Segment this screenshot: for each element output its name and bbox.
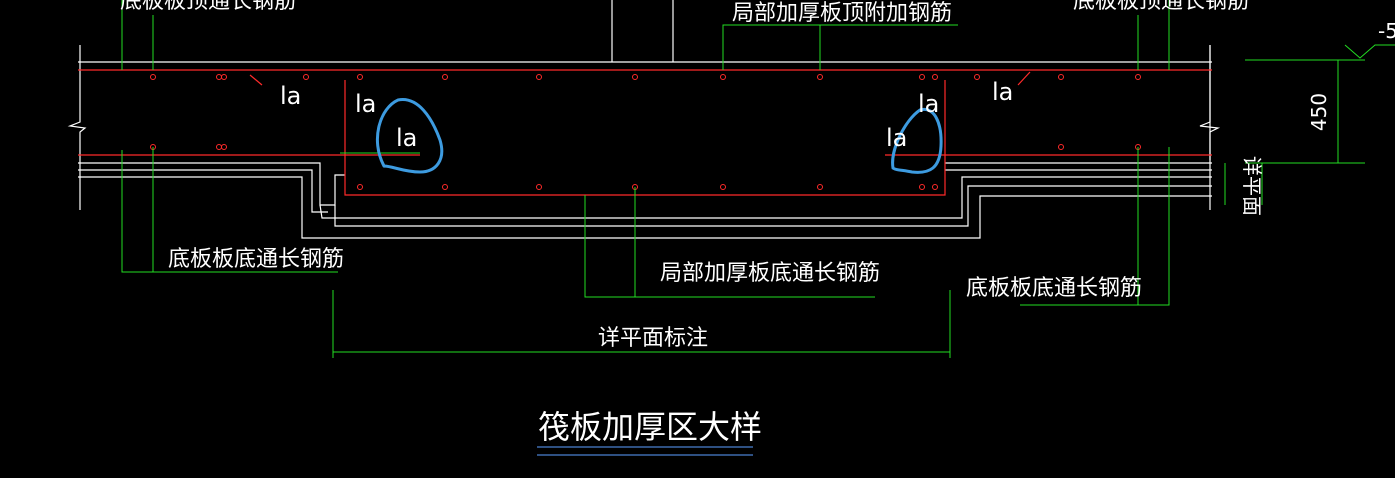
rebar-dot	[1058, 144, 1064, 150]
rebar-dot	[720, 184, 726, 190]
thickened-bottom-2	[334, 185, 1212, 227]
markup-circles	[375, 98, 943, 174]
rebar-dot	[974, 74, 980, 80]
label-bottom-right: 底板板底通长钢筋	[966, 276, 1142, 301]
side-note: 详平面	[1240, 156, 1264, 216]
elevation-value: -5	[1378, 19, 1395, 43]
dimension-note: 详平面标注	[598, 326, 708, 351]
thickened-bottom	[319, 176, 1212, 219]
concrete-outline	[67, 0, 1221, 239]
la-label: la	[886, 124, 907, 152]
label-bottom-mid: 局部加厚板底通长钢筋	[660, 261, 880, 286]
rebar-dot	[1135, 74, 1141, 80]
rebar-lines	[78, 69, 1212, 196]
leader-lines	[121, 0, 1395, 358]
leader-bottom-left-a	[121, 150, 338, 273]
rebar-dot	[1058, 74, 1064, 80]
rebar-dot	[932, 184, 938, 190]
rebar-dot	[932, 74, 938, 80]
rebar-dot	[216, 144, 222, 150]
la-label: la	[355, 90, 376, 118]
label-bottom-left: 底板板底通长钢筋	[168, 247, 344, 272]
la-hook-1	[249, 74, 263, 86]
rebar-dot	[632, 74, 638, 80]
rebar-dot	[150, 74, 156, 80]
drawing-title: 筏板加厚区大样	[538, 408, 762, 446]
break-line-left	[67, 45, 87, 210]
leader-bottom-right-a	[1020, 147, 1170, 306]
cushion-outline	[78, 176, 1212, 239]
thickened-rebar-cage	[344, 80, 946, 196]
rebar-dot	[442, 184, 448, 190]
slab-bottom-left-2	[78, 169, 328, 213]
elevation-marker	[1344, 44, 1395, 59]
rebar-dot	[357, 184, 363, 190]
rebar-dot	[221, 74, 227, 80]
markup-circle-right	[891, 108, 943, 174]
label-top-right: 底板板顶通长钢筋	[1073, 0, 1249, 14]
rebar-dot	[303, 74, 309, 80]
leader-bottom-mid	[584, 195, 875, 298]
la-hook-2	[1017, 71, 1031, 86]
markup-circle-left	[375, 98, 444, 174]
rebar-dot	[216, 74, 222, 80]
text-labels: 底板板顶通长钢筋 局部加厚板顶附加钢筋 底板板顶通长钢筋 底板板底通长钢筋 局部…	[120, 0, 1395, 446]
la-label: la	[280, 82, 301, 110]
rebar-dot	[221, 144, 227, 150]
rebar-dot	[817, 184, 823, 190]
la-label: la	[992, 78, 1013, 106]
rebar-dot	[919, 74, 925, 80]
rebar-dot	[720, 74, 726, 80]
label-top-mid: 局部加厚板顶附加钢筋	[732, 1, 952, 26]
rebar-dot	[817, 74, 823, 80]
rebar-dot	[442, 74, 448, 80]
la-label: la	[918, 90, 939, 118]
rebar-dot	[536, 184, 542, 190]
rebar-dots	[150, 74, 1141, 190]
rebar-dot	[536, 74, 542, 80]
rebar-dot	[357, 74, 363, 80]
label-top-left: 底板板顶通长钢筋	[120, 0, 296, 14]
leader-top-mid	[722, 24, 958, 70]
thickness-dimension: 450	[1307, 93, 1331, 131]
rebar-dot	[919, 184, 925, 190]
title-underline	[537, 446, 753, 456]
la-label: la	[396, 124, 417, 152]
slab-bottom-left	[78, 162, 345, 206]
